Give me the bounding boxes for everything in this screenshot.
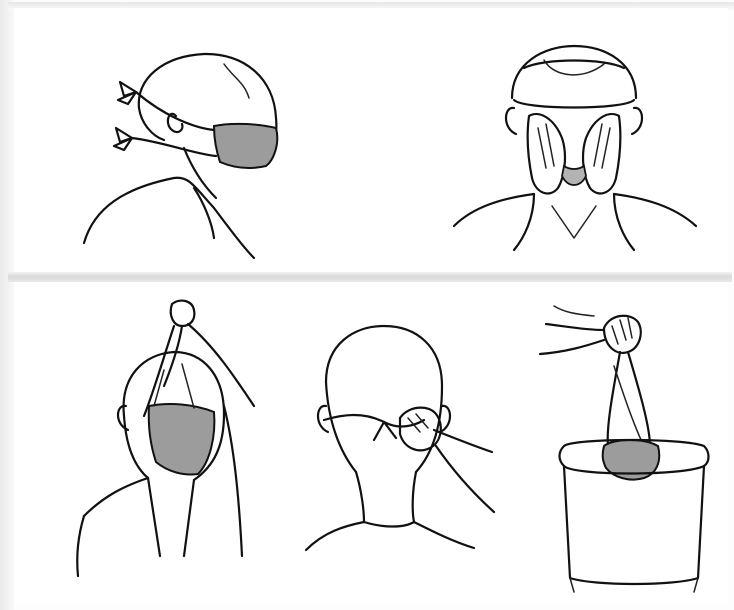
row-divider xyxy=(8,272,732,282)
figure-untie-top-ties-back xyxy=(304,322,504,572)
figure-hands-over-face xyxy=(434,38,714,268)
top-row-panel xyxy=(14,8,728,274)
figure-discard-mask-into-bin xyxy=(534,296,724,596)
scan-edge-left xyxy=(0,0,14,610)
bottom-row-panel xyxy=(14,282,728,604)
figure-untie-ties-side-view xyxy=(44,38,304,268)
figure-lift-mask-by-ties xyxy=(64,296,294,586)
